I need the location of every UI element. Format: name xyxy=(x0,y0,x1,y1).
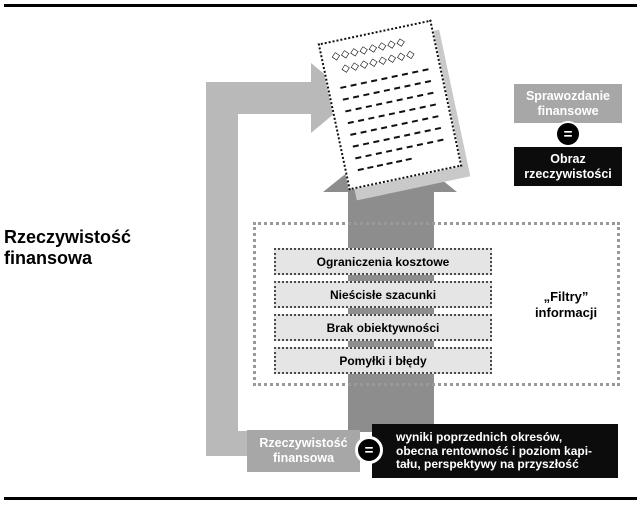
filter-item: Brak obiektywności xyxy=(274,314,492,341)
elbow-arrow-horizontal-segment xyxy=(206,82,312,114)
filter-item: Pomyłki i błędy xyxy=(274,347,492,374)
top-border-line xyxy=(4,4,637,7)
financial-reality-label-line2: finansowa xyxy=(4,248,93,268)
reality-image-box-line1: Obraz xyxy=(550,151,586,166)
reality-description-line: tału, perspektywy na przyszłość xyxy=(396,457,579,471)
reality-description-line: obecna rentowność i poziom kapi- xyxy=(396,443,593,458)
equals-icon: = xyxy=(355,436,383,464)
financial-reality-label-line1: Rzeczywistość xyxy=(4,227,132,247)
reality-description-line: wyniki poprzednich okresów, xyxy=(396,430,563,444)
financial-statement-box-line2: finansowe xyxy=(537,103,599,118)
reality-image-box-line2: rzeczywistości xyxy=(524,166,612,181)
reality-description-box: wyniki poprzednich okresów, obecna rento… xyxy=(372,424,618,478)
financial-statement-box-line1: Sprawozdanie xyxy=(525,88,611,103)
financial-reality-box: Rzeczywistość finansowa xyxy=(247,430,360,472)
reality-image-box: Obraz rzeczywistości xyxy=(514,147,622,186)
filters-label-line2: informacji xyxy=(534,305,598,320)
filters-label: „Filtry” informacji xyxy=(518,289,614,321)
equals-icon: = xyxy=(555,121,581,147)
financial-reality-box-line2: finansowa xyxy=(272,451,335,465)
filters-label-line1: „Filtry” xyxy=(543,289,589,304)
elbow-arrow-vertical-segment xyxy=(206,82,238,456)
filter-item: Ograniczenia kosztowe xyxy=(274,248,492,275)
financial-reality-label: Rzeczywistość finansowa xyxy=(4,227,131,269)
financial-reality-box-line1: Rzeczywistość xyxy=(259,436,348,450)
financial-statement-box: Sprawozdanie finansowe xyxy=(514,84,622,123)
bottom-border-line xyxy=(4,497,637,500)
filter-item: Nieścisłe szacunki xyxy=(274,281,492,308)
filters-container: Ograniczenia kosztowe Nieścisłe szacunki… xyxy=(253,222,620,386)
up-arrow-shaft xyxy=(348,190,434,432)
document-text-line xyxy=(357,157,412,172)
